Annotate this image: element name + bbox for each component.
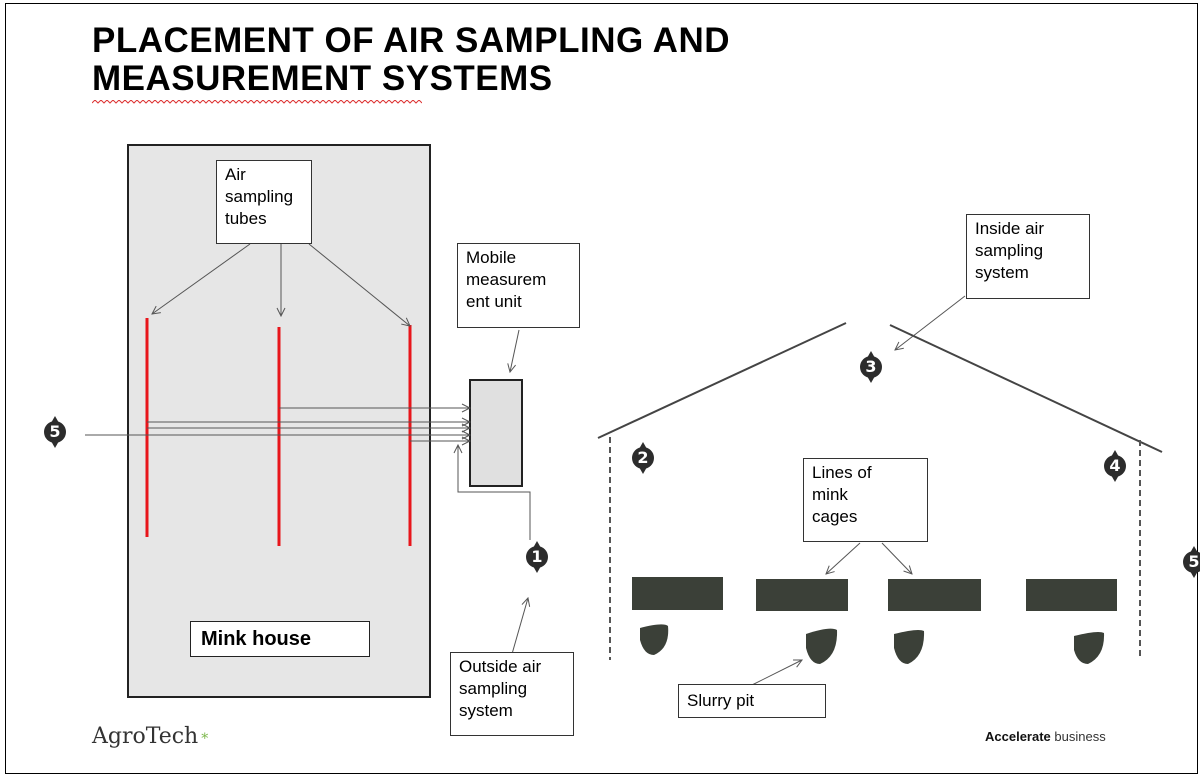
arrow-to-cage-3 bbox=[881, 542, 912, 574]
slurry-pit-3 bbox=[894, 630, 925, 664]
agrotech-logo: AgroTech* bbox=[92, 724, 208, 749]
mink-house-text: Mink house bbox=[201, 628, 312, 650]
arrow-to-mobile-unit bbox=[510, 329, 520, 372]
mobile-measurement-unit-label: Mobile measurem ent unit bbox=[457, 243, 580, 328]
outside-air-line-2: sampling bbox=[459, 679, 528, 698]
cage-row-1 bbox=[632, 577, 723, 610]
arrow-to-cage-2 bbox=[826, 542, 861, 574]
arrow-to-tube-3 bbox=[308, 243, 410, 326]
outside-air-line-3: system bbox=[459, 701, 513, 720]
lines-of-mink-cages-label: Lines of mink cages bbox=[803, 458, 928, 542]
logo-text: AgroTech bbox=[92, 724, 199, 749]
cage-row-3 bbox=[888, 579, 981, 611]
mobile-unit-line-3: ent unit bbox=[466, 292, 522, 311]
barn-roof-left bbox=[597, 322, 847, 439]
barn-roof-right bbox=[889, 324, 1163, 453]
slurry-pit-4 bbox=[1074, 632, 1105, 664]
air-tubes-line-3: tubes bbox=[225, 209, 267, 228]
slide-title: PLACEMENT OF AIR SAMPLING AND MEASUREMEN… bbox=[92, 22, 730, 98]
outside-air-sampling-label: Outside air sampling system bbox=[450, 652, 574, 736]
cages-line-2: mink bbox=[812, 485, 848, 504]
inside-air-sampling-label: Inside air sampling system bbox=[966, 214, 1090, 299]
marker-5-right: 5 bbox=[1188, 552, 1200, 571]
outside-air-line bbox=[458, 445, 531, 540]
logo-star-icon: * bbox=[201, 731, 209, 747]
arrow-to-marker-3 bbox=[895, 295, 966, 350]
marker-spikes bbox=[51, 351, 1198, 578]
marker-4: 4 bbox=[1109, 456, 1121, 475]
air-tubes-line-1: Air bbox=[225, 165, 246, 184]
marker-badges bbox=[44, 356, 1200, 573]
title-line-2: MEASUREMENT SYSTEMS bbox=[92, 59, 553, 98]
slurry-pit-text: Slurry pit bbox=[687, 691, 755, 710]
spellcheck-underline bbox=[92, 100, 422, 104]
marker-1: 1 bbox=[531, 547, 543, 566]
tagline: Accelerate business bbox=[985, 729, 1106, 744]
mink-house-label: Mink house bbox=[190, 621, 370, 657]
arrow-to-tube-1 bbox=[152, 243, 251, 314]
inside-air-line-2: sampling bbox=[975, 241, 1044, 260]
marker-3: 3 bbox=[865, 357, 877, 376]
mobile-unit-body bbox=[469, 379, 523, 487]
inside-air-line-3: system bbox=[975, 263, 1029, 282]
slurry-pit-label: Slurry pit bbox=[678, 684, 826, 718]
slurry-pit-2 bbox=[806, 628, 838, 664]
marker-2: 2 bbox=[637, 448, 649, 467]
air-tubes-line-2: sampling bbox=[225, 187, 294, 206]
tagline-rest: business bbox=[1050, 729, 1106, 744]
arrow-to-marker-1 bbox=[511, 598, 528, 655]
mobile-unit-line-2: measurem bbox=[466, 270, 547, 289]
marker-5-left: 5 bbox=[49, 422, 61, 441]
slide-frame bbox=[5, 3, 1198, 774]
arrow-to-slurry-pit bbox=[751, 660, 802, 686]
cage-row-2 bbox=[756, 579, 848, 611]
tagline-bold: Accelerate bbox=[985, 729, 1051, 744]
outside-air-line-1: Outside air bbox=[459, 657, 542, 676]
cage-row-4 bbox=[1026, 579, 1117, 611]
cages-line-1: Lines of bbox=[812, 463, 872, 482]
mobile-unit-line-1: Mobile bbox=[466, 248, 517, 267]
air-sampling-tubes-label: Air sampling tubes bbox=[216, 160, 312, 244]
title-line-1: PLACEMENT OF AIR SAMPLING AND bbox=[92, 21, 731, 60]
cages-line-3: cages bbox=[812, 507, 858, 526]
inside-air-line-1: Inside air bbox=[975, 219, 1044, 238]
slurry-pit-1 bbox=[640, 624, 669, 655]
